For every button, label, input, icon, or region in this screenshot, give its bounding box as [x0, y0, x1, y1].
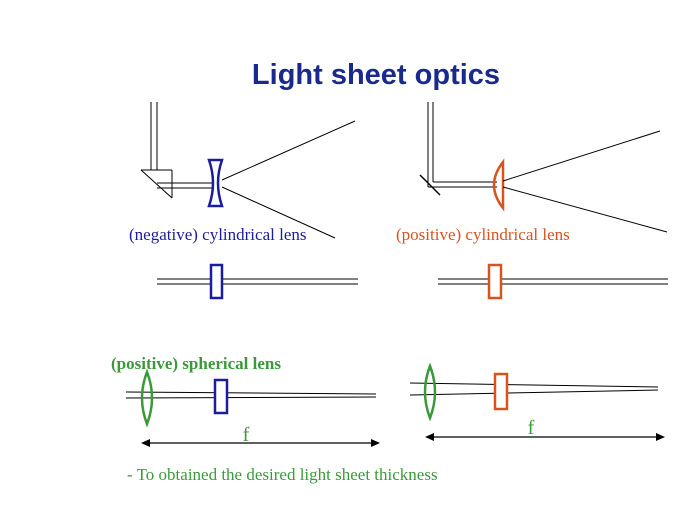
lens-rect — [209, 263, 224, 300]
arrowhead-right — [656, 433, 665, 441]
arrowhead-right — [371, 439, 380, 447]
lens-rect — [213, 378, 229, 415]
focal-length-label-left: f — [243, 424, 250, 446]
negative-cylindrical-lens-label: (negative) cylindrical lens — [129, 225, 306, 244]
positive-lens-shape — [492, 158, 505, 212]
beam-line — [125, 391, 377, 395]
positive-cylindrical-lens-diagram — [419, 102, 668, 233]
lens-rect — [487, 263, 503, 300]
positive-spherical-lens-label: (positive) spherical lens — [111, 354, 281, 373]
spherical-lens-diagram-left — [125, 368, 380, 447]
focal-length-label-right: f — [528, 417, 535, 439]
negative-cylindrical-lens-top-view — [157, 263, 358, 300]
beam-line — [409, 382, 659, 388]
mirror — [419, 174, 441, 196]
lens-rect — [493, 372, 509, 411]
positive-cylindrical-lens-label: (positive) cylindrical lens — [396, 225, 570, 244]
mirror — [140, 169, 173, 199]
spherical-lens-shape — [423, 362, 437, 422]
slide-title: Light sheet optics — [252, 59, 500, 91]
negative-lens-shape — [207, 158, 224, 208]
thickness-note: - To obtained the desired light sheet th… — [127, 465, 438, 484]
diverging-beam-line — [221, 186, 336, 239]
focusing-beam-line — [502, 186, 668, 233]
beam-line — [125, 396, 377, 399]
diverging-beam-line — [221, 120, 356, 181]
focusing-beam-line — [502, 130, 661, 182]
spherical-lens-diagram-right — [409, 362, 665, 441]
beam-line — [409, 389, 659, 396]
arrowhead-left — [141, 439, 150, 447]
arrowhead-left — [425, 433, 434, 441]
positive-cylindrical-lens-top-view — [438, 263, 668, 300]
negative-cylindrical-lens-diagram — [140, 102, 356, 239]
spherical-lens-shape — [140, 368, 154, 428]
